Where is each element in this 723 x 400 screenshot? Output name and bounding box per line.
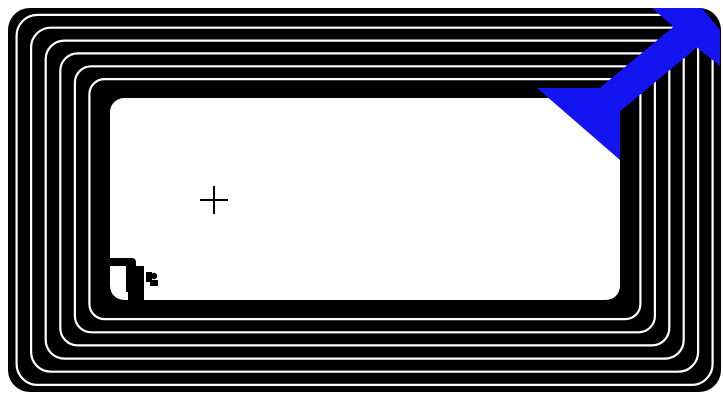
coil-gap-ring bbox=[30, 26, 700, 373]
coil-gap-ring bbox=[15, 13, 714, 386]
coil-gap-ring bbox=[88, 77, 642, 321]
bridge-triangle bbox=[537, 88, 620, 160]
coil-gap-rings bbox=[15, 13, 714, 386]
bridge-corner-pad bbox=[652, 8, 720, 66]
bridge-connector bbox=[537, 8, 720, 160]
crosshair-icon bbox=[200, 186, 228, 214]
chip-icon bbox=[126, 266, 158, 292]
coil-gap-ring bbox=[59, 52, 671, 347]
coil-gap-ring bbox=[44, 39, 685, 360]
coil-gap-ring bbox=[73, 65, 657, 334]
coil-inner-window bbox=[110, 98, 620, 300]
